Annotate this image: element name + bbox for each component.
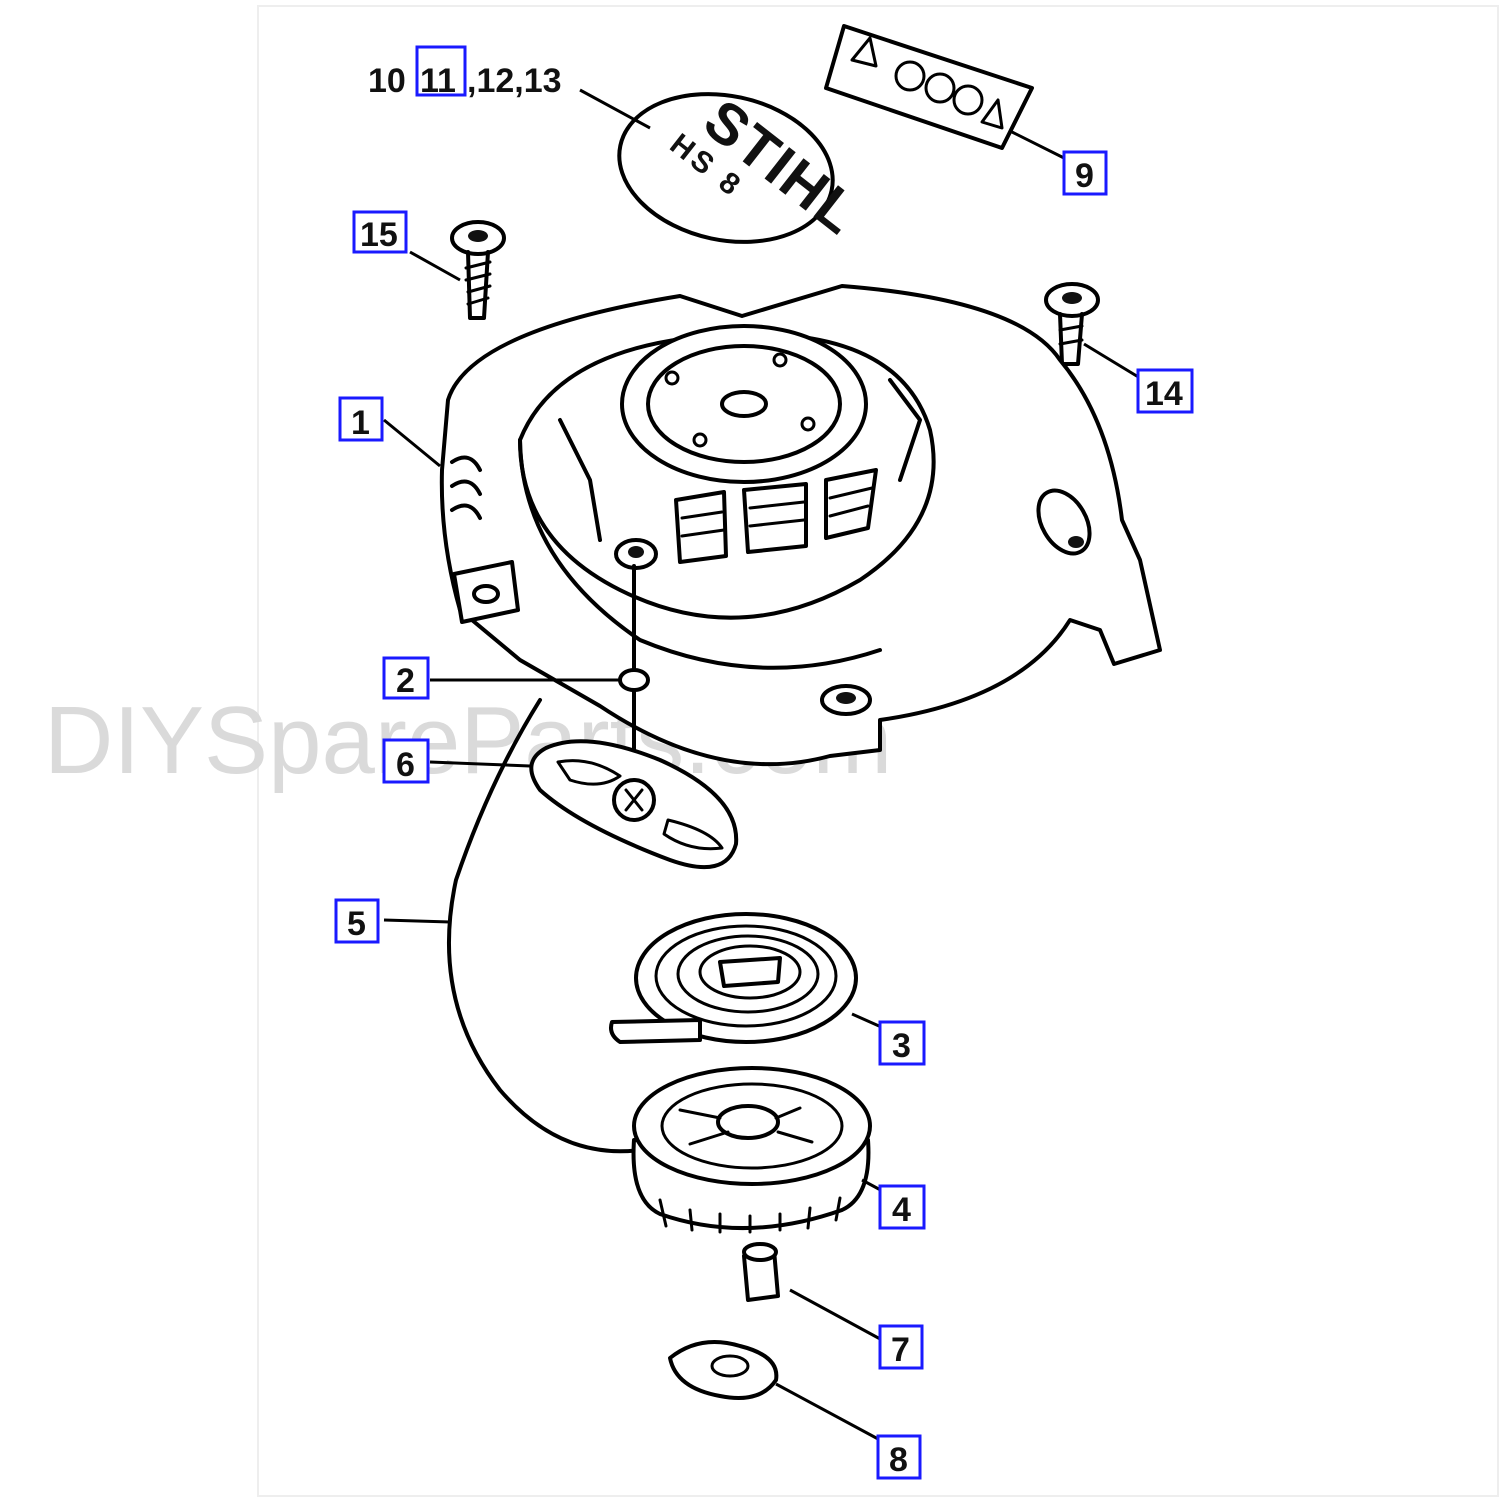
label-parts-12-13: ,12,13 xyxy=(467,62,562,100)
callout-3[interactable]: 3 xyxy=(878,1020,926,1066)
warning-label[interactable] xyxy=(824,24,1034,150)
manual-icon xyxy=(894,60,926,92)
screw-part-15[interactable] xyxy=(450,220,506,320)
warning-triangle-icon xyxy=(850,36,878,68)
callout-5[interactable]: 5 xyxy=(334,898,380,944)
leader-line-14 xyxy=(1083,342,1141,380)
fan-housing[interactable] xyxy=(439,284,1162,767)
callout-6[interactable]: 6 xyxy=(382,738,430,784)
callout-4[interactable]: 4 xyxy=(878,1184,926,1230)
callout-11[interactable]: 11 xyxy=(415,45,467,100)
svg-text:7: 7 xyxy=(891,1331,910,1369)
leader-line-5 xyxy=(383,918,451,924)
leader-line-1 xyxy=(383,418,441,468)
hazard-triangle-icon xyxy=(980,98,1004,130)
leader-line-7 xyxy=(789,1288,883,1342)
leader-line-6 xyxy=(429,760,531,768)
svg-text:3: 3 xyxy=(892,1027,911,1065)
rope-rotor[interactable] xyxy=(631,1066,872,1234)
svg-text:14: 14 xyxy=(1145,375,1183,413)
svg-text:4: 4 xyxy=(892,1191,911,1229)
callout-9[interactable]: 9 xyxy=(1062,150,1108,196)
ear-protection-icon xyxy=(924,72,956,104)
svg-text:5: 5 xyxy=(347,905,366,943)
rewind-spring[interactable] xyxy=(609,912,858,1044)
spring-clip-part-8[interactable] xyxy=(668,1340,779,1400)
leader-line-9 xyxy=(1011,130,1069,162)
callout-15[interactable]: 15 xyxy=(352,210,408,254)
svg-text:1: 1 xyxy=(351,404,370,442)
svg-text:9: 9 xyxy=(1075,157,1094,195)
callout-8[interactable]: 8 xyxy=(876,1434,922,1480)
callout-1[interactable]: 1 xyxy=(338,396,384,442)
leader-line-8 xyxy=(775,1382,881,1442)
screw-part-14[interactable] xyxy=(1044,282,1100,366)
stihl-decal[interactable]: STIHL HS 8 xyxy=(605,75,872,261)
pawl-part-7[interactable] xyxy=(742,1242,780,1302)
leader-line-decal xyxy=(579,88,651,130)
svg-text:15: 15 xyxy=(360,216,398,254)
leader-line-15 xyxy=(409,250,461,282)
svg-text:6: 6 xyxy=(396,746,415,784)
callout-7[interactable]: 7 xyxy=(878,1324,924,1370)
starter-rope-part-5[interactable] xyxy=(447,698,642,1154)
svg-text:8: 8 xyxy=(889,1441,908,1479)
starter-grip[interactable] xyxy=(529,739,739,870)
callout-14[interactable]: 14 xyxy=(1136,368,1194,414)
callout-2[interactable]: 2 xyxy=(382,656,430,700)
svg-text:2: 2 xyxy=(396,662,415,700)
svg-text:11: 11 xyxy=(420,62,456,100)
rope-sleeve-part-2[interactable] xyxy=(618,668,650,692)
label-part-10: 10 xyxy=(368,62,406,100)
page-frame xyxy=(257,5,1499,1497)
eye-protection-icon xyxy=(952,84,984,116)
